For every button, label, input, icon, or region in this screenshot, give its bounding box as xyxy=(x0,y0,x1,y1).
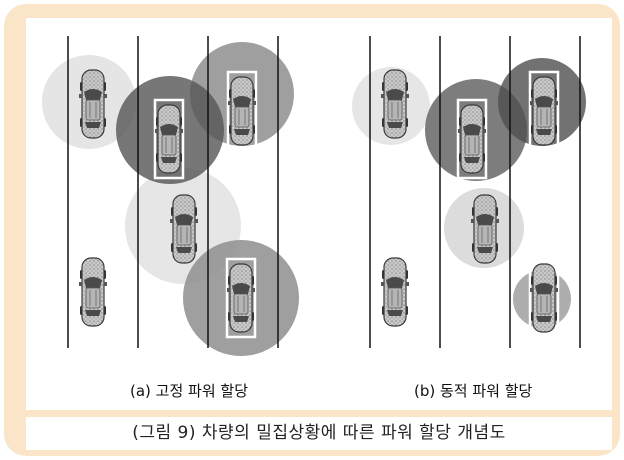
figure-frame: (a) 고정 파워 할당 (b) 동적 파워 할당 (그림 9) 차량의 밀집상… xyxy=(4,4,620,456)
vehicle-power-diagram xyxy=(42,36,586,356)
highlight-box xyxy=(528,70,560,152)
car-icon xyxy=(78,69,108,139)
car-icon xyxy=(227,76,257,146)
car-icon xyxy=(78,257,108,327)
figure-caption: (그림 9) 차량의 밀집상황에 따른 파워 할당 개념도 xyxy=(26,417,612,450)
panel-b-dynamic-allocation xyxy=(352,36,586,348)
car-icon xyxy=(226,263,256,333)
car-icon xyxy=(154,104,184,174)
car-icon xyxy=(529,76,559,146)
highlight-box xyxy=(528,261,560,339)
car-icon xyxy=(529,263,559,333)
highlight-box xyxy=(153,98,185,180)
car-icon xyxy=(457,104,487,174)
highlight-box xyxy=(226,70,258,152)
subcaption-dynamic: (b) 동적 파워 할당 xyxy=(414,382,533,400)
panel-a-fixed-allocation xyxy=(42,36,299,356)
highlight-box xyxy=(456,98,488,180)
car-icon xyxy=(470,194,500,264)
subcaption-fixed: (a) 고정 파워 할당 xyxy=(130,382,249,400)
car-icon xyxy=(380,69,410,139)
car-icon xyxy=(169,194,199,264)
highlight-box xyxy=(225,257,257,339)
car-icon xyxy=(380,257,410,327)
figure-panel: (a) 고정 파워 할당 (b) 동적 파워 할당 xyxy=(26,18,612,410)
